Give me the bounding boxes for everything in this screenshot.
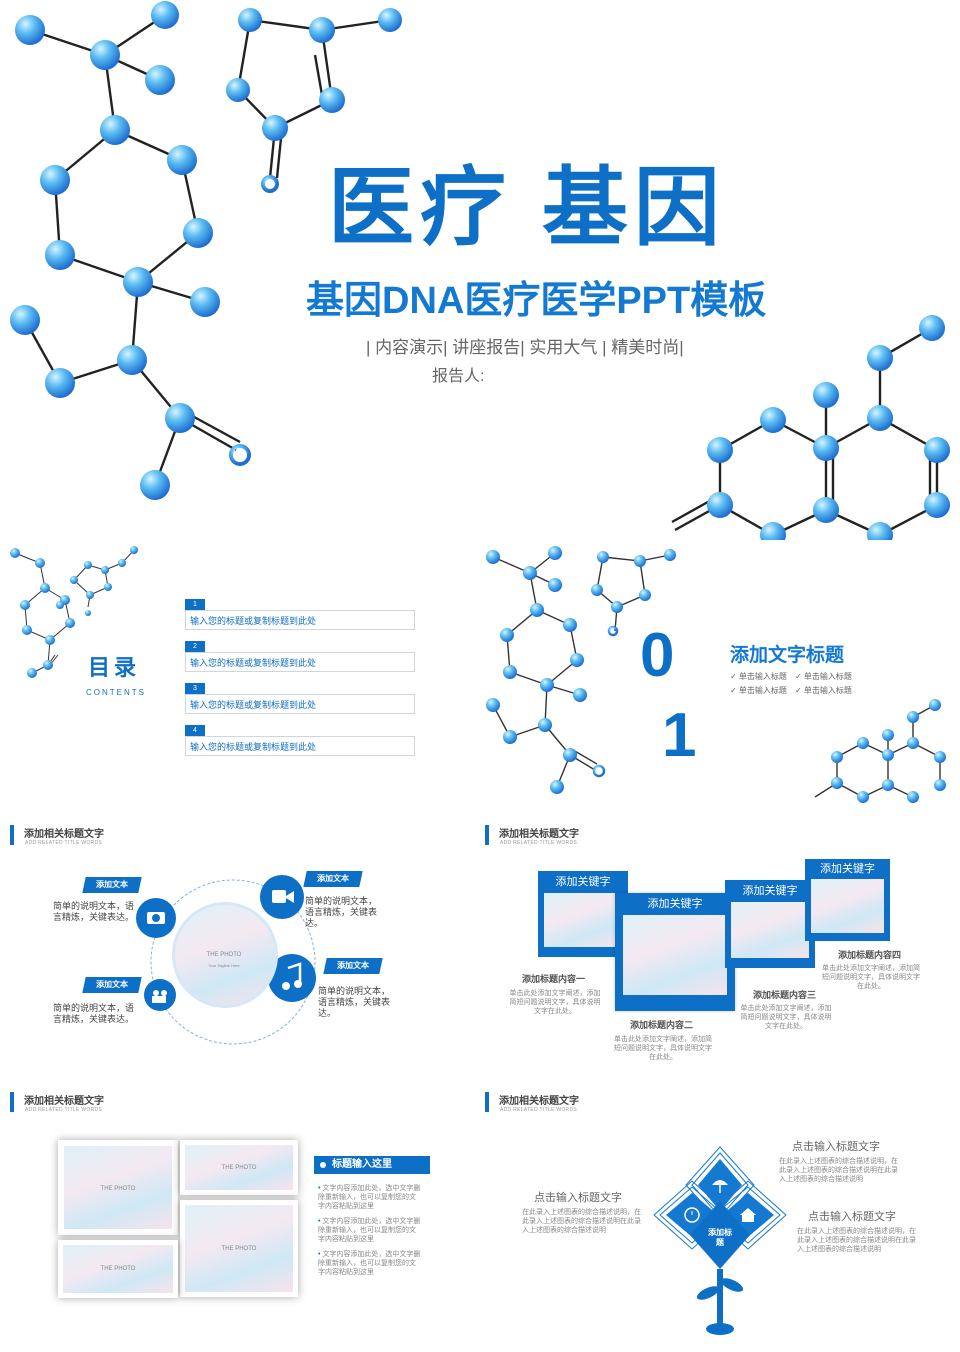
photo-frame-2: THE PHOTO: [180, 1140, 298, 1195]
slide3-photo-title: THE PHOTO: [206, 952, 242, 958]
slide3-desc-2: 简单的说明文本，语言精炼，关键表达。: [53, 1003, 135, 1024]
section-item-1: ✓ 单击输入标题: [730, 672, 787, 681]
hero-subtitle: 基因DNA医疗医学PPT模板: [306, 280, 767, 322]
slide3-tag-1: 添加文本: [82, 877, 142, 893]
slide4-item-2-title: 添加标题内容二: [630, 1020, 694, 1030]
slide3-desc-1: 简单的说明文本，语言精炼，关键表达。: [53, 901, 135, 922]
toc-item-2-num: 2: [185, 641, 205, 652]
photo-frame-4: THE PHOTO: [58, 1240, 178, 1298]
slide3-photo-caption: Your Tagline Here: [208, 963, 240, 968]
slide3-tag-3: 添加文本: [303, 871, 363, 887]
slide6-text-top: 在此录入上述图表的综合描述说明，在此录入上述图表的综合描述说明在此录入上述图表的…: [779, 1158, 898, 1183]
toc-item-3-num: 3: [185, 683, 205, 694]
section-item-2: ✓ 单击输入标题: [795, 672, 852, 681]
flower-center-label: 添加标题: [708, 1228, 732, 1247]
slide6-text-left: 在此录入上述图表的综合描述说明，在此录入上述图表的综合描述说明在此录入上述图表的…: [522, 1209, 641, 1234]
slide4-item-1-text: 单击此处添加文字阐述，添加简短问题说明文字，具体说明文字在此处。: [509, 990, 601, 1015]
toc-molecule: [10, 546, 138, 678]
slide3-header-bar: [10, 825, 14, 845]
slide3-header-subtitle: ADD RELATED TITLE WORDS: [25, 840, 103, 846]
slide4-header-bar: [485, 825, 489, 845]
section-number-tens: 0: [640, 621, 675, 690]
toc-subtitle: CONTENTS: [86, 688, 146, 697]
slide4-item-3-text: 单击此处添加文字阐述，添加简短问题说明文字，具体说明文字在此处。: [740, 1005, 832, 1030]
slide3-desc-4: 简单的说明文本，语言精炼，关键表达。: [318, 986, 391, 1018]
slide3-photo-circle: [172, 902, 278, 1008]
slide5-bullet-3: • 文字内容添加此处，选中文字删除重新输入，也可以复制您的文字内容粘贴到这里: [318, 1251, 421, 1276]
slide3-header-title: 添加相关标题文字: [24, 829, 104, 840]
section-molecule: [486, 546, 946, 803]
section-slide: [485, 545, 950, 807]
slide3-tag-2: 添加文本: [82, 977, 142, 993]
toc-item-4[interactable]: 输入您的标题或复制标题到此处: [185, 736, 415, 756]
slide6-title-top: 点击输入标题文字: [792, 1141, 880, 1153]
photo-frame-1: THE PHOTO: [58, 1140, 178, 1235]
slide4-header-title: 添加相关标题文字: [499, 829, 579, 840]
slide6-title-left: 点击输入标题文字: [534, 1192, 622, 1204]
keyword-box-3: 添加关键字: [725, 880, 815, 968]
slide5-bullet-2: • 文字内容添加此处，选中文字删除重新输入，也可以复制您的文字内容粘贴到这里: [318, 1218, 421, 1243]
toc-item-1[interactable]: 输入您的标题或复制标题到此处: [185, 610, 415, 630]
slide5-header-subtitle: ADD RELATED TITLE WORDS: [25, 1107, 103, 1113]
keyword-box-2: 添加关键字: [615, 893, 735, 1011]
slide3-desc-3: 简单的说明文本，语言精炼，关键表达。: [305, 896, 378, 928]
slide3-tag-4: 添加文本: [323, 958, 383, 974]
toc-item-2[interactable]: 输入您的标题或复制标题到此处: [185, 652, 415, 672]
flower-diagram: [653, 1146, 787, 1335]
section-item-3: ✓ 单击输入标题: [730, 686, 787, 695]
photo-frame-3: THE PHOTO: [180, 1200, 298, 1297]
section-number-ones: 1: [662, 701, 697, 770]
keyword-box-1: 添加关键字: [538, 871, 628, 957]
toc-slide: [10, 545, 475, 807]
hero-reporter: 报告人:: [432, 368, 485, 385]
slide6-header-subtitle: ADD RELATED TITLE WORDS: [500, 1107, 578, 1113]
bullet-dot-icon: [320, 1162, 326, 1168]
slide5-header-title: 添加相关标题文字: [24, 1096, 104, 1107]
section-item-4: ✓ 单击输入标题: [795, 686, 852, 695]
hero-slide: [10, 0, 950, 540]
slide6-header-bar: [485, 1092, 489, 1112]
slide4-header-subtitle: ADD RELATED TITLE WORDS: [500, 840, 578, 846]
hero-tags: | 内容演示| 讲座报告| 实用大气 | 精美时尚|: [366, 338, 684, 357]
section-title: 添加文字标题: [730, 645, 845, 666]
slide4-item-2-text: 单击此处添加文字阐述，添加简短问题说明文字，具体说明文字在此处。: [614, 1036, 712, 1061]
keyword-box-4: 添加关键字: [805, 859, 890, 941]
slide4-item-3-title: 添加标题内容三: [753, 990, 817, 1000]
slide6-title-right: 点击输入标题文字: [808, 1211, 896, 1223]
slide4-item-4-title: 添加标题内容四: [838, 950, 902, 960]
toc-item-1-num: 1: [185, 599, 205, 610]
toc-item-4-num: 4: [185, 725, 205, 736]
slide4-item-1-title: 添加标题内容一: [522, 974, 586, 984]
molecule-right: [671, 315, 950, 540]
molecule-left: [10, 1, 402, 500]
slide5-heading: 标题输入这里: [314, 1156, 430, 1174]
hero-title: 医疗 基因: [328, 160, 726, 256]
slide6-text-right: 在此录入上述图表的综合描述说明，在此录入上述图表的综合描述说明在此录入上述图表的…: [797, 1228, 916, 1253]
slide3-diagram: [136, 875, 316, 1045]
toc-title: 目录: [88, 655, 141, 680]
slide4-item-4-text: 单击此处添加文字阐述，添加简短问题说明文字，具体说明文字在此处。: [822, 965, 920, 990]
slide5-header-bar: [10, 1092, 14, 1112]
slide6-header-title: 添加相关标题文字: [499, 1096, 579, 1107]
slide5-bullet-1: • 文字内容添加此处，选中文字删除重新输入，也可以复制您的文字内容粘贴到这里: [318, 1185, 421, 1210]
toc-item-3[interactable]: 输入您的标题或复制标题到此处: [185, 694, 415, 714]
